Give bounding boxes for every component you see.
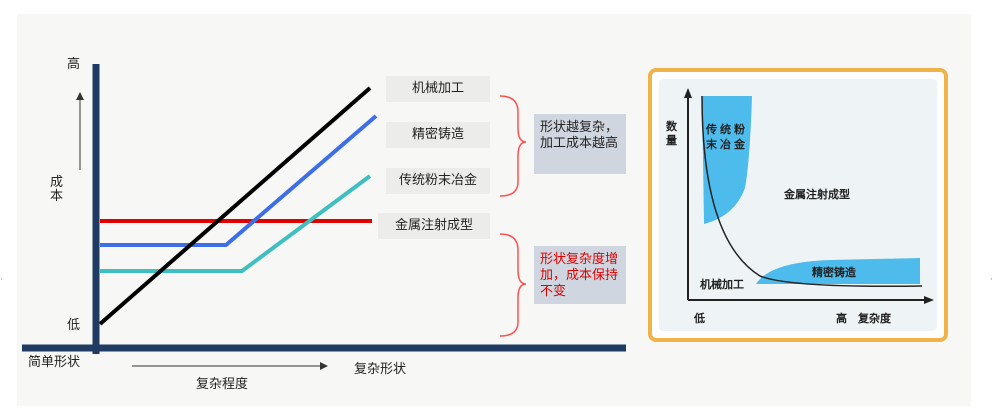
inset-x-arrow [924,296,934,304]
casting-region-label: 精密铸造 [812,266,856,279]
machining-label: 机械加工 [386,76,490,102]
lower-bracket [499,233,527,337]
inset-y-arrow [684,88,692,98]
lower-note: 形状复杂度增加，成本保持不变 [534,246,626,304]
inset-y-label: 数量 [666,120,677,147]
machining-cost-line [98,86,372,326]
powder-metallurgy-label: 传统粉末冶金 [386,168,490,194]
x-end-label: 复杂形状 [354,362,407,377]
upper-bracket [499,95,527,197]
investment-casting-label: 精密铸造 [386,122,490,148]
y-low-label: 低 [67,318,81,333]
cost-arrow-head [76,92,84,100]
mim-region-label: 金属注射成型 [784,188,850,201]
investment-casting-cost-line [100,114,378,247]
inset-x-low: 低 [694,312,705,325]
complexity-arrow-head [320,362,328,370]
complexity-arrow-label: 复杂程度 [196,377,249,392]
powder-region-label: 传统粉末冶金 [706,123,748,151]
upper-note: 形状越复杂，加工成本越高 [534,114,626,174]
machining-region-label: 机械加工 [700,278,744,291]
x-start-label: 简单形状 [28,355,81,370]
inset-x-high: 高 [836,312,847,325]
edge-mark-right: · [990,275,993,285]
casting-region [756,258,920,284]
inset-x-label: 复杂度 [858,312,891,325]
boundary-curve [701,95,923,288]
mim-label: 金属注射成型 [378,213,490,239]
powder-region [702,96,752,224]
edge-mark-left: · [0,275,3,285]
y-axis-label: 成本 [50,175,64,204]
y-high-label: 高 [67,57,81,72]
powder-metallurgy-cost-line [100,174,372,273]
